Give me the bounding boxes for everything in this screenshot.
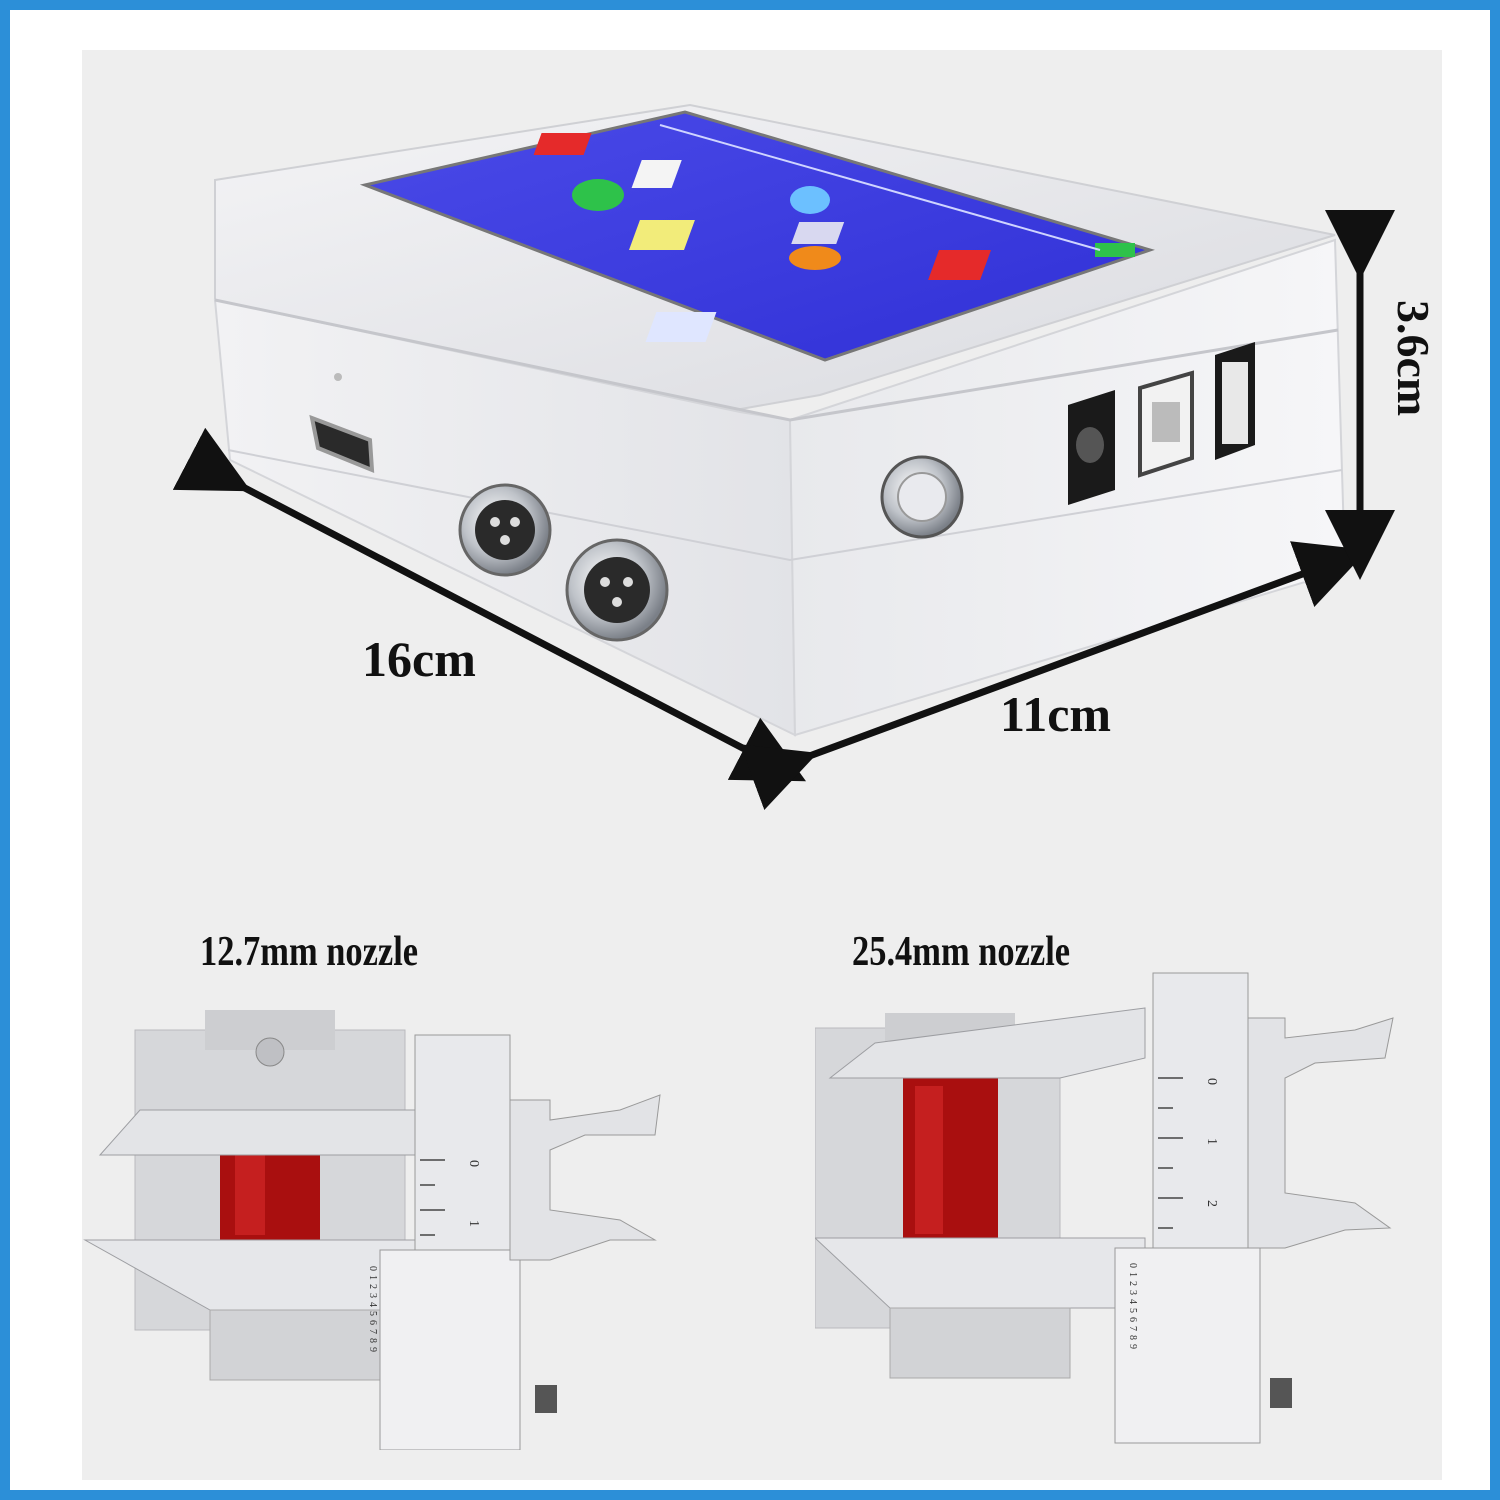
vernier-scale: 0123456789	[367, 1266, 378, 1356]
height-dimension-label: 3.6cm	[1388, 300, 1439, 417]
width-dimension-label: 11cm	[1000, 686, 1112, 742]
scale-mark: 2	[1204, 1200, 1219, 1207]
scale-mark: 0	[1204, 1078, 1219, 1085]
dc-power-jack	[1068, 390, 1115, 505]
nozzle-label-25-4: 25.4mm nozzle	[852, 929, 1071, 975]
aviation-connector-1	[458, 483, 552, 577]
scale-mark: 0	[466, 1160, 481, 1167]
nozzle-label-12-7: 12.7mm nozzle	[200, 929, 419, 975]
scale-mark: 1	[1204, 1138, 1219, 1145]
scale-mark: 1	[466, 1220, 481, 1227]
thumb-screw-icon	[1270, 1378, 1292, 1408]
length-arrow	[172, 427, 807, 782]
length-dimension-label: 16cm	[362, 631, 476, 687]
screen-icons	[533, 124, 1135, 342]
screw-icon	[255, 1037, 285, 1067]
indicator-led	[334, 373, 342, 381]
width-arrow	[740, 541, 1368, 810]
caliper-measurement-12-7: 0 1 2 3 4 0123456789	[83, 1010, 661, 1450]
vernier-scale: 0123456789	[1127, 1263, 1138, 1353]
thumb-screw-icon	[535, 1385, 557, 1413]
aviation-connector-2	[565, 538, 669, 642]
caliper-measurement-25-4: 0 1 2 3 4 5 0123456789	[815, 972, 1394, 1444]
power-button	[880, 455, 964, 539]
